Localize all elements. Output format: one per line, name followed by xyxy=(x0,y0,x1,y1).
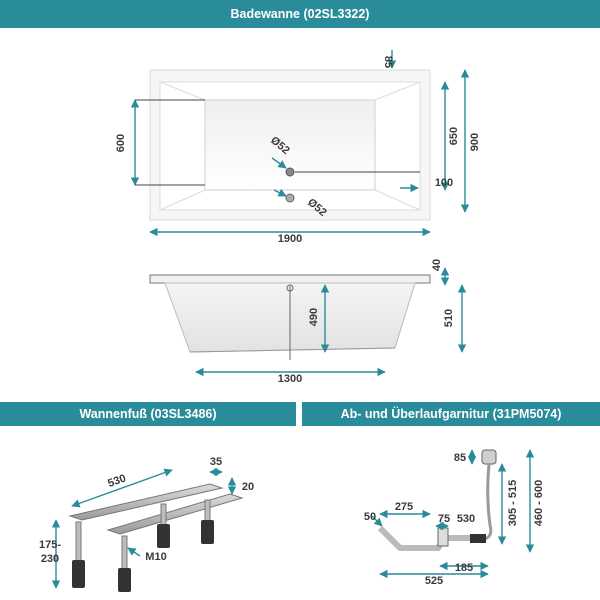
foot-rail-2 xyxy=(106,493,244,535)
dim-feet-530: 530 xyxy=(106,472,127,490)
dim-drain-85: 85 xyxy=(454,452,466,464)
dim-1900: 1900 xyxy=(278,233,302,245)
bathtub-title: Badewanne (02SL3322) xyxy=(230,7,370,21)
drain-pipe xyxy=(377,525,478,551)
dim-1300: 1300 xyxy=(278,373,302,385)
dim-525: 525 xyxy=(425,575,443,587)
dim-20: 20 xyxy=(242,481,254,493)
dim-305-515: 305 - 515 xyxy=(507,480,519,526)
dim-50: 50 xyxy=(364,511,376,523)
dim-650: 650 xyxy=(448,127,460,145)
bathtub-side-view: 40 490 510 1300 xyxy=(149,259,467,385)
feet-title: Wannenfuß (03SL3486) xyxy=(79,407,217,421)
foot-bolt-3 xyxy=(121,535,128,571)
dim-175: 175- xyxy=(39,539,61,551)
dim-510: 510 xyxy=(443,309,455,327)
bathtub-feet-view: 530 35 20 175- 230 M10 xyxy=(39,456,254,592)
foot-rail-1 xyxy=(68,483,224,521)
dim-100: 100 xyxy=(435,177,453,189)
feet-header: Wannenfuß (03SL3486) xyxy=(0,402,296,426)
bathtub-edges xyxy=(159,81,421,211)
foot-bolt-4 xyxy=(204,499,211,523)
overflow-hole-icon xyxy=(285,193,295,203)
dim-230: 230 xyxy=(41,553,59,565)
drain-view: 85 50 275 75 530 305 - 515 460 - 600 185… xyxy=(364,449,545,587)
dim-drain-530: 530 xyxy=(457,513,475,525)
overflow-pipe xyxy=(477,463,493,542)
foot-leg-4 xyxy=(201,520,214,544)
dim-52a-arrow xyxy=(271,157,287,169)
dim-900: 900 xyxy=(469,133,481,151)
dim-75: 75 xyxy=(438,513,450,525)
dim-490: 490 xyxy=(308,308,320,326)
bathtub-header: Badewanne (02SL3322) xyxy=(0,0,600,28)
foot-leg-3 xyxy=(118,568,131,592)
dim-185: 185 xyxy=(455,562,473,574)
dim-85: 85 xyxy=(382,56,394,68)
drain-title: Ab- und Überlaufgarnitur (31PM5074) xyxy=(340,407,562,421)
dim-40: 40 xyxy=(431,259,443,271)
drain-hole-icon xyxy=(285,167,295,177)
foot-leg-2 xyxy=(157,524,170,548)
foot-bolt-1 xyxy=(75,521,82,563)
overflow-head xyxy=(481,449,497,465)
dim-52b-arrow xyxy=(273,188,287,197)
m10-arrow xyxy=(127,547,141,557)
side-rim xyxy=(149,274,431,284)
dim-460-600: 460 - 600 xyxy=(533,480,545,526)
dim-feet-530-line xyxy=(71,468,173,508)
drain-body xyxy=(470,534,486,543)
dim-35: 35 xyxy=(210,456,222,468)
dim-50-arrow xyxy=(371,515,383,527)
dim-600: 600 xyxy=(115,134,127,152)
foot-leg-1 xyxy=(72,560,85,588)
drain-header: Ab- und Überlaufgarnitur (31PM5074) xyxy=(302,402,600,426)
drain-trap xyxy=(437,527,449,547)
side-bottom xyxy=(189,347,396,353)
dim-275: 275 xyxy=(395,501,413,513)
foot-bolt-2 xyxy=(160,503,167,527)
m10-label: M10 xyxy=(145,551,166,563)
bathtub-top-view: 85 600 650 900 Ø52 Ø52 100 1900 xyxy=(115,50,481,245)
